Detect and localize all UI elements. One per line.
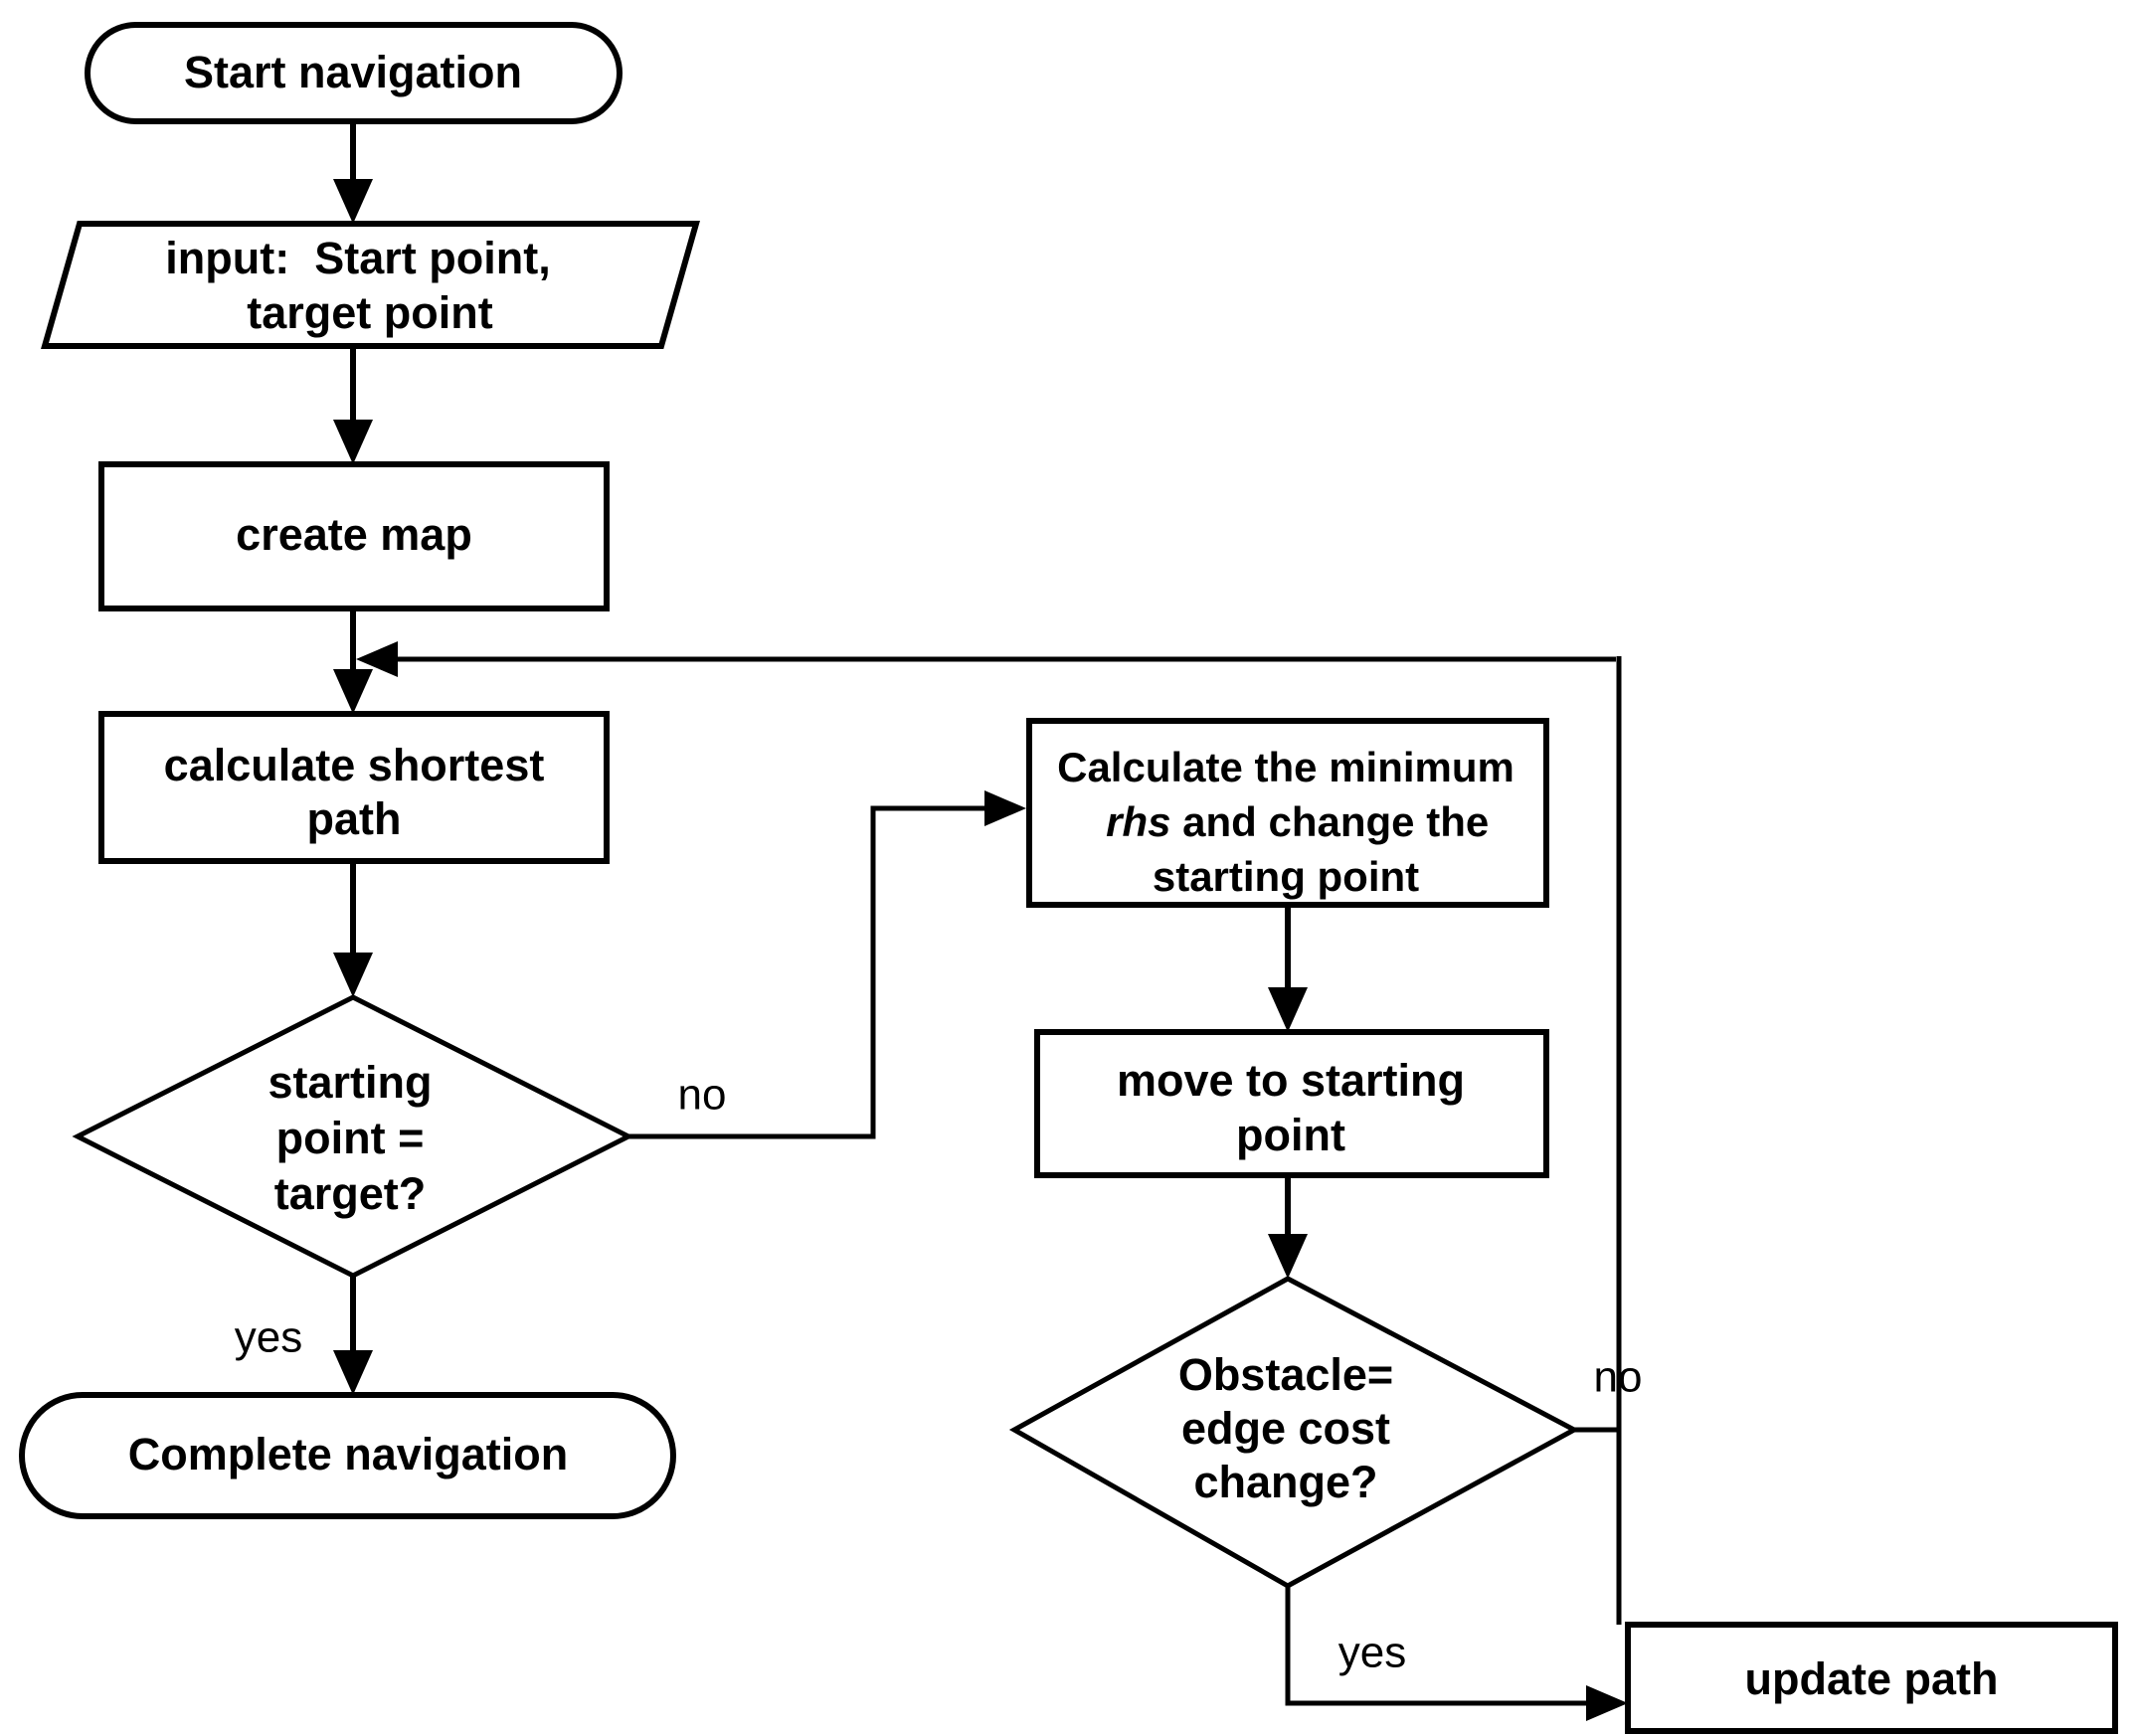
node-calculate-minimum-rhs-line2-rest: and change the	[1170, 798, 1489, 845]
node-move-to-starting-point-label-line1: move to starting	[1117, 1055, 1465, 1106]
edge-label-decision2-no: no	[1594, 1353, 1643, 1402]
node-move-to-starting-point-label-line2: point	[1236, 1110, 1345, 1160]
node-calculate-minimum-rhs-label-line2: rhs and change the	[1001, 798, 1570, 845]
node-decision-obstacle-edge-cost-label-line2: edge cost	[1181, 1403, 1390, 1454]
node-decision-obstacle-edge-cost-label-line1: Obstacle=	[1178, 1349, 1393, 1400]
edge-decision1-yes-to-complete	[333, 1273, 373, 1395]
edge-movestart-to-decision2	[1268, 1175, 1308, 1279]
edge-calcshortest-to-decision1	[333, 860, 373, 997]
edge-decision2-yes-to-updatepath	[1285, 1586, 1628, 1721]
node-move-to-starting-point[interactable]: move to starting point	[1034, 1029, 1549, 1178]
edge-input-to-createmap	[333, 343, 373, 464]
node-start-navigation[interactable]: Start navigation	[85, 22, 623, 124]
node-complete-navigation-label: Complete navigation	[128, 1429, 569, 1479]
node-calculate-shortest-path[interactable]: calculate shortest path	[98, 711, 610, 864]
node-calculate-minimum-rhs-term-rhs: rhs	[1106, 798, 1170, 845]
node-calculate-minimum-rhs-label-line3: starting point	[1153, 853, 1419, 900]
node-decision-obstacle-edge-cost[interactable]: Obstacle= edge cost change?	[1008, 1276, 1580, 1589]
node-calculate-shortest-path-label-line2: path	[307, 793, 402, 844]
edge-decision1-no-to-calcrhs	[626, 790, 1026, 1139]
node-decision-start-equals-target-label-line1: starting	[267, 1057, 432, 1108]
node-create-map-label: create map	[236, 509, 472, 560]
edge-label-decision1-no: no	[678, 1071, 727, 1120]
node-calculate-minimum-rhs[interactable]: Calculate the minimum rhs and change the…	[1001, 718, 1570, 908]
node-decision-start-equals-target[interactable]: starting point = target?	[72, 994, 634, 1279]
node-create-map[interactable]: create map	[98, 461, 610, 611]
node-calculate-shortest-path-label-line1: calculate shortest	[164, 740, 545, 790]
node-decision-obstacle-edge-cost-label-line3: change?	[1193, 1457, 1377, 1507]
node-input-points-label-line2: target point	[247, 287, 492, 338]
node-update-path-label: update path	[1745, 1653, 1999, 1704]
node-update-path[interactable]: update path	[1625, 1622, 2118, 1734]
edge-start-to-input	[333, 119, 373, 224]
node-input-points[interactable]: input: Start point, target point	[41, 221, 700, 349]
node-start-navigation-label: Start navigation	[184, 47, 522, 97]
edge-label-decision1-yes: yes	[235, 1313, 302, 1362]
edge-feedback-into-main-line	[356, 641, 1616, 677]
edge-label-decision2-yes: yes	[1338, 1629, 1406, 1677]
edge-createmap-to-calcshortest	[333, 608, 373, 714]
node-calculate-minimum-rhs-label-line1: Calculate the minimum	[1057, 744, 1514, 790]
node-input-points-label-line1: input: Start point,	[165, 233, 550, 283]
node-decision-start-equals-target-label-line2: point =	[276, 1113, 425, 1163]
node-decision-start-equals-target-label-line3: target?	[274, 1168, 427, 1219]
node-complete-navigation[interactable]: Complete navigation	[19, 1392, 676, 1519]
edge-calcrhs-to-movestart	[1268, 905, 1308, 1032]
